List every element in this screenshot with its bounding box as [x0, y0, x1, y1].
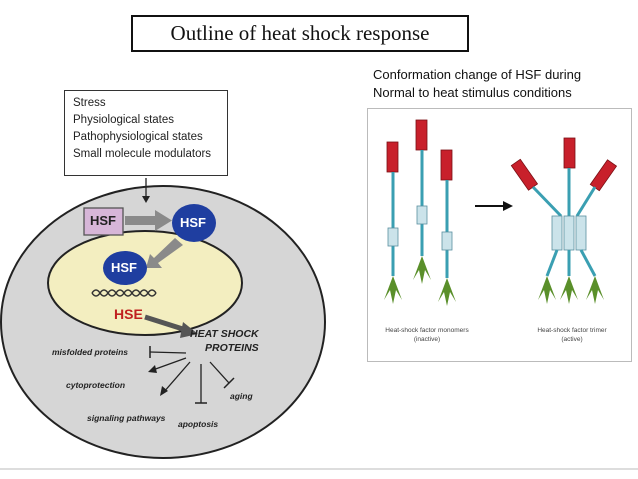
hsf-monomer: [384, 141, 402, 304]
aging-inhibit: [209, 361, 230, 384]
stress-line: Stress: [73, 97, 106, 109]
stress-line: Small molecule modulators: [73, 148, 212, 160]
monomers-label-line1: Heat-shock factor monomers: [385, 327, 469, 334]
hsf-active-label: HSF: [180, 215, 206, 230]
conformation-caption-line2: Normal to heat stimulus conditions: [373, 85, 572, 100]
aging-label: aging: [230, 391, 253, 401]
trimer-label-line1: Heat-shock factor trimer: [537, 327, 607, 334]
trimer-label-line2: (active): [561, 336, 583, 343]
hsf-inactive-label: HSF: [90, 213, 116, 228]
misfolded-label: misfolded proteins: [52, 347, 129, 357]
hsf-inactive-box: [83, 207, 124, 236]
hse-label: HSE: [114, 306, 143, 322]
monomers-label-line2: (inactive): [413, 336, 441, 343]
hsp-label-line2: PROTEINS: [205, 342, 259, 354]
hsf-trimer: [510, 137, 618, 304]
signaling-label: signaling pathways: [87, 413, 166, 423]
hsf-active-ellipse: [172, 204, 216, 242]
stress-factors-box: Stress Physiological states Pathophysiol…: [64, 90, 228, 176]
hsf-conformation-panel: [367, 108, 632, 362]
stress-line: Pathophysiological states: [73, 131, 203, 143]
hsf-conformation-figure: [384, 119, 618, 306]
apoptosis-label: apoptosis: [178, 419, 219, 429]
misfolded-inhibit: [149, 351, 187, 354]
hsp-label-line1: HEAT SHOCK: [190, 328, 259, 340]
signaling-arrow: [162, 361, 191, 394]
conformation-caption-line1: Conformation change of HSF during: [373, 67, 582, 82]
stress-line: Physiological states: [73, 114, 174, 126]
nucleus-ellipse: [47, 230, 243, 336]
hsf-monomer: [413, 119, 431, 284]
cytoprotection-label: cytoprotection: [66, 380, 126, 390]
hsf-monomer: [438, 149, 456, 306]
hsf-nuclear-ellipse: [103, 251, 147, 285]
page-title: Outline of heat shock response: [131, 15, 469, 52]
bottom-divider: [0, 468, 638, 470]
hsf-nuclear-label: HSF: [111, 260, 137, 275]
cytoprotection-arrow: [149, 357, 187, 372]
